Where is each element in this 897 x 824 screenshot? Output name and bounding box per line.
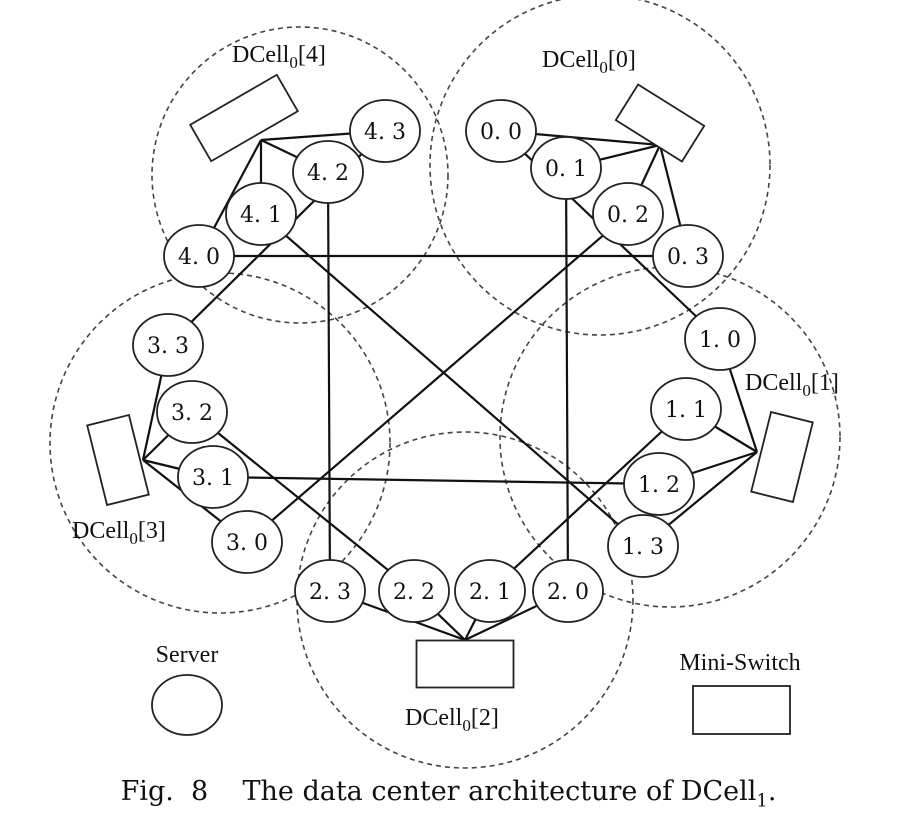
caption-base: DCell xyxy=(680,776,757,807)
legend-switch-label: Mini-Switch xyxy=(679,650,800,676)
dcell-boundary-1 xyxy=(499,266,841,608)
caption-subscript: 1 xyxy=(756,790,768,812)
mini-switch-2 xyxy=(415,639,515,689)
server-label-2-1: 2. 1 xyxy=(469,580,511,605)
server-label-2-3: 2. 3 xyxy=(309,580,351,605)
mini-switch-1 xyxy=(750,410,814,504)
dcell-boundary-0 xyxy=(429,0,771,336)
legend-server-icon xyxy=(151,674,223,736)
server-3-0 xyxy=(211,510,283,574)
server-0-0 xyxy=(465,99,537,163)
server-label-3-3: 3. 3 xyxy=(147,334,189,359)
server-3-1 xyxy=(177,445,249,509)
figure-caption: Fig. 8 The data center architecture of D… xyxy=(0,776,897,811)
mini-switch-3 xyxy=(86,413,150,507)
server-label-1-0: 1. 0 xyxy=(699,328,741,353)
server-0-3 xyxy=(652,224,724,288)
server-1-1 xyxy=(650,377,722,441)
caption-end: . xyxy=(767,776,777,807)
server-label-2-2: 2. 2 xyxy=(393,580,435,605)
server-3-2 xyxy=(156,380,228,444)
server-label-1-1: 1. 1 xyxy=(665,398,707,423)
server-4-0 xyxy=(163,224,235,288)
server-label-3-2: 3. 2 xyxy=(171,401,213,426)
server-0-1 xyxy=(530,136,602,200)
server-label-0-3: 0. 3 xyxy=(667,245,709,270)
server-1-3 xyxy=(607,514,679,578)
inter-cell-link-1-3-to-4-1 xyxy=(260,213,644,547)
dcell-label-1: DCell0[1] xyxy=(745,370,839,400)
inter-cell-link-2-2-to-3-2 xyxy=(191,411,415,592)
dcell-boundary-2 xyxy=(296,431,634,769)
server-2-0 xyxy=(532,559,604,623)
server-label-1-2: 1. 2 xyxy=(638,473,680,498)
server-3-3 xyxy=(132,313,204,377)
inter-cell-link-1-1-to-2-1 xyxy=(489,408,687,592)
inter-cell-link-0-2-to-3-0 xyxy=(246,213,629,543)
server-2-1 xyxy=(454,559,526,623)
dcell-boundary-4 xyxy=(151,26,449,324)
inter-cell-link-0-1-to-2-0 xyxy=(564,167,570,592)
legend-server-label: Server xyxy=(156,642,219,668)
server-2-3 xyxy=(294,559,366,623)
server-label-4-2: 4. 2 xyxy=(307,161,349,186)
legend-switch-icon xyxy=(692,685,791,735)
dcell-label-4: DCell0[4] xyxy=(232,42,326,72)
server-label-0-2: 0. 2 xyxy=(607,203,649,228)
server-1-0 xyxy=(684,307,756,371)
server-label-3-0: 3. 0 xyxy=(226,531,268,556)
server-label-3-1: 3. 1 xyxy=(192,466,234,491)
dcell-boundary-3 xyxy=(49,272,391,614)
inter-cell-link-1-2-to-3-1 xyxy=(212,475,660,486)
server-2-2 xyxy=(378,559,450,623)
server-label-0-1: 0. 1 xyxy=(545,157,587,182)
dcell-label-2: DCell0[2] xyxy=(405,705,499,735)
server-label-4-3: 4. 3 xyxy=(364,120,406,145)
server-0-2 xyxy=(592,182,664,246)
mini-switch-0 xyxy=(614,83,706,163)
legend: Server Mini-Switch xyxy=(151,642,801,736)
server-label-4-1: 4. 1 xyxy=(240,203,282,228)
server-4-2 xyxy=(292,140,364,204)
server-4-1 xyxy=(225,182,297,246)
server-label-0-0: 0. 0 xyxy=(480,120,522,145)
server-4-3 xyxy=(349,99,421,163)
dcell-label-0: DCell0[0] xyxy=(542,47,636,77)
server-1-2 xyxy=(623,452,695,516)
mini-switch-4 xyxy=(188,73,300,163)
inter-cell-link-2-3-to-4-2 xyxy=(326,171,332,592)
server-label-2-0: 2. 0 xyxy=(547,580,589,605)
caption-prefix: Fig. 8 The data center architecture of xyxy=(120,776,681,807)
server-label-4-0: 4. 0 xyxy=(178,245,220,270)
server-label-1-3: 1. 3 xyxy=(622,535,664,560)
dcell-label-3: DCell0[3] xyxy=(72,518,166,548)
